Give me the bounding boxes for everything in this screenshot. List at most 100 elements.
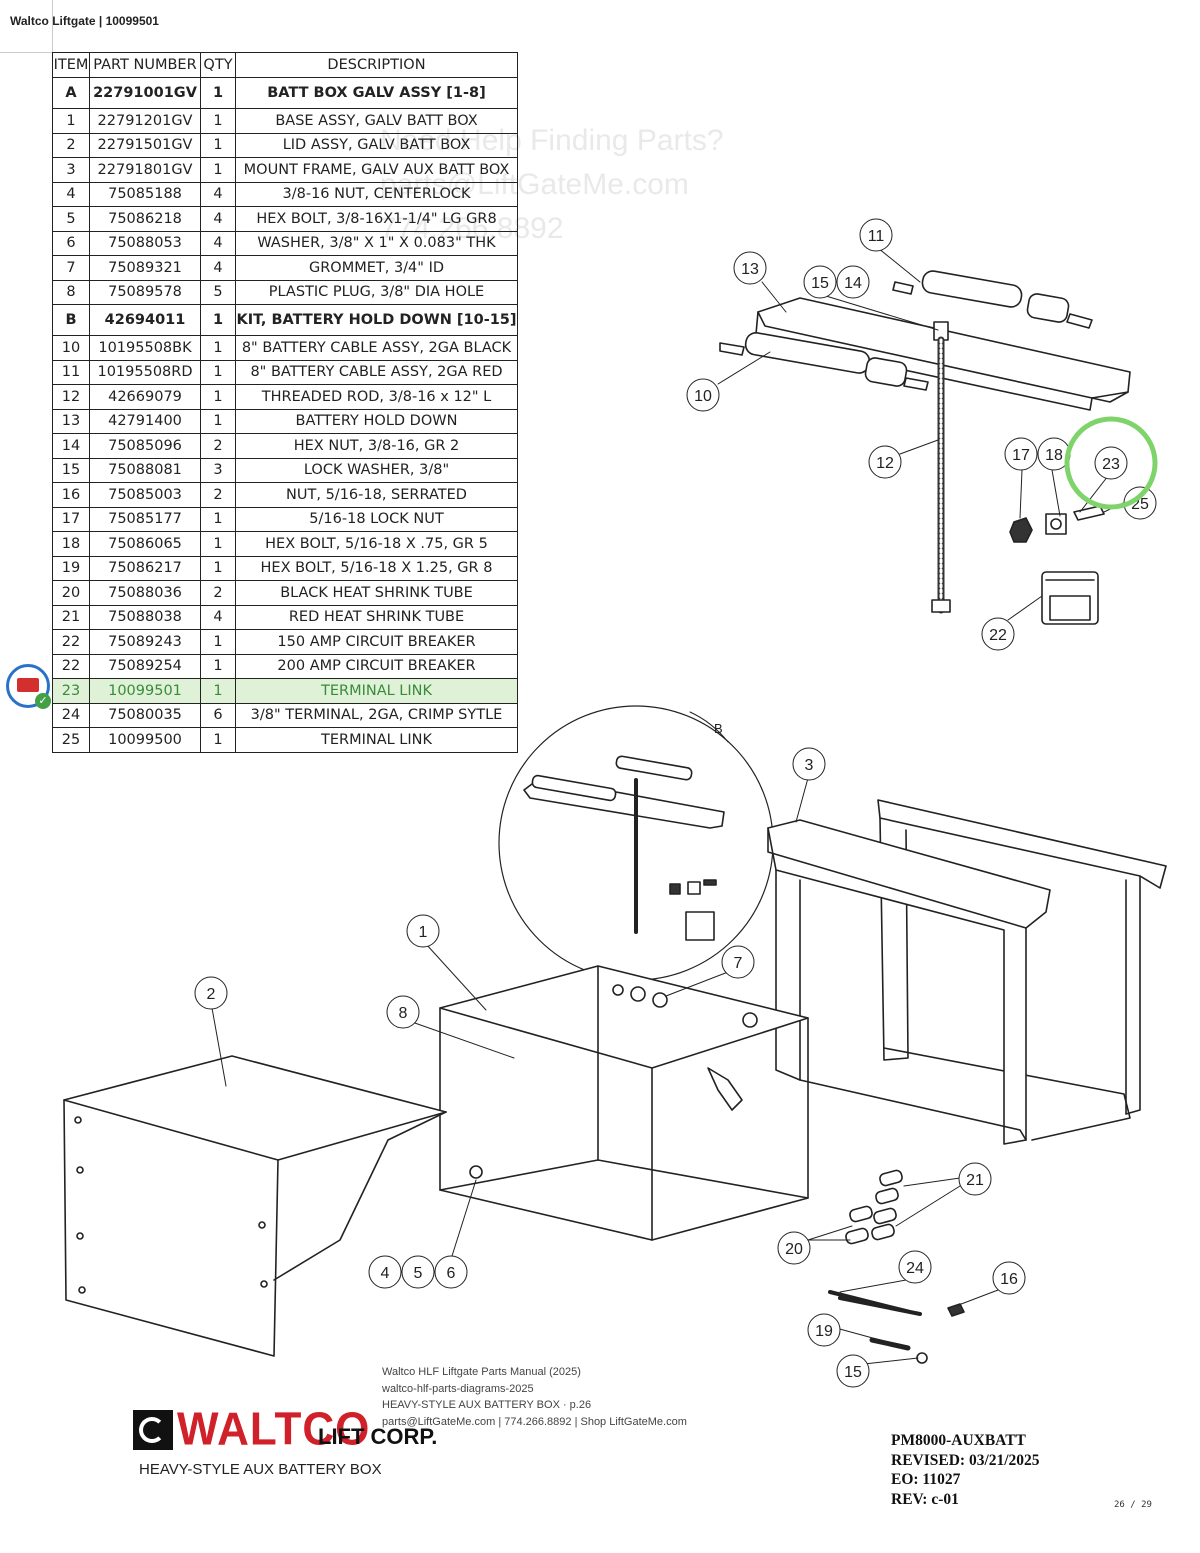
- row-description: WASHER, 3/8" X 1" X 0.083" THK: [235, 230, 518, 256]
- balloon-label: 11: [868, 228, 885, 245]
- row-item: A: [52, 77, 90, 109]
- row-part-number: 75088036: [89, 580, 201, 606]
- row-qty: 1: [200, 304, 236, 336]
- row-part-number: 22791801GV: [89, 157, 201, 183]
- balloon: 4: [368, 1255, 402, 1289]
- balloon: 20: [777, 1231, 811, 1265]
- row-part-number: 42669079: [89, 384, 201, 410]
- balloon: 12: [868, 445, 902, 479]
- balloon-label: 4: [381, 1265, 390, 1282]
- balloon: 1: [406, 914, 440, 948]
- row-description: TERMINAL LINK: [235, 678, 518, 704]
- row-part-number: 75085003: [89, 482, 201, 508]
- balloon-label: 22: [989, 627, 1007, 644]
- row-part-number: 22791001GV: [89, 77, 201, 109]
- balloon-label: 3: [805, 757, 814, 774]
- balloon-label: 14: [844, 275, 862, 292]
- row-description: HEX BOLT, 5/16-18 X .75, GR 5: [235, 531, 518, 557]
- mount-frame: [767, 799, 1167, 1145]
- row-item: 12: [52, 384, 90, 410]
- row-part-number: 75086218: [89, 206, 201, 232]
- balloon-label: 12: [876, 455, 894, 472]
- shop-part-button[interactable]: ✓: [6, 664, 51, 709]
- battery-box-base: [439, 965, 809, 1241]
- row-description: NUT, 5/16-18, SERRATED: [235, 482, 518, 508]
- balloon: 5: [401, 1255, 435, 1289]
- logo-brand: WALTCO: [177, 1403, 371, 1456]
- row-description: KIT, BATTERY HOLD DOWN [10-15]: [235, 304, 518, 336]
- highlight-ring: [1064, 416, 1158, 510]
- row-description: 8" BATTERY CABLE ASSY, 2GA BLACK: [235, 335, 518, 361]
- row-description: 3/8-16 NUT, CENTERLOCK: [235, 181, 518, 207]
- balloon: 7: [721, 945, 755, 979]
- row-part-number: 75080035: [89, 702, 201, 728]
- row-qty: 4: [200, 230, 236, 256]
- truck-icon: [17, 678, 39, 692]
- document-meta: PM8000-AUXBATT REVISED: 03/21/2025 EO: 1…: [891, 1431, 1040, 1509]
- row-qty: 1: [200, 506, 236, 532]
- balloon: 10: [686, 378, 720, 412]
- row-part-number: 10195508BK: [89, 335, 201, 361]
- row-qty: 1: [200, 653, 236, 679]
- balloon: 15: [836, 1354, 870, 1388]
- row-description: TERMINAL LINK: [235, 727, 518, 753]
- source-line: Waltco HLF Liftgate Parts Manual (2025): [382, 1366, 581, 1378]
- row-description: HEX BOLT, 3/8-16X1-1/4" LG GR8: [235, 206, 518, 232]
- small-hardware: [828, 1169, 965, 1364]
- exploded-diagram: 1 2 3 4 5 6 7 8 10 11 12 13 14 15 17 18 …: [63, 218, 1167, 1388]
- balloon: 15: [803, 265, 837, 299]
- eo-number: EO: 11027: [891, 1471, 961, 1488]
- balloon-label: 1: [419, 924, 428, 941]
- row-item: 22: [52, 629, 90, 655]
- balloon: 13: [733, 251, 767, 285]
- row-item: 13: [52, 408, 90, 434]
- row-description: 150 AMP CIRCUIT BREAKER: [235, 629, 518, 655]
- revision: REV: c-01: [891, 1490, 959, 1508]
- page-number: 26 / 29: [1114, 1500, 1152, 1510]
- balloon: 16: [992, 1261, 1026, 1295]
- source-line: waltco-hlf-parts-diagrams-2025: [382, 1382, 534, 1395]
- detail-view: [498, 705, 774, 981]
- row-qty: 1: [200, 727, 236, 753]
- balloon: 11: [859, 218, 893, 252]
- row-description: BASE ASSY, GALV BATT BOX: [235, 108, 518, 134]
- source-info: Waltco HLF Liftgate Parts Manual (2025) …: [382, 1364, 687, 1430]
- row-item: 4: [52, 181, 90, 207]
- balloon-label: 16: [1000, 1271, 1018, 1288]
- check-icon: ✓: [35, 693, 51, 709]
- detail-label: B: [714, 721, 723, 736]
- row-part-number: 75088053: [89, 230, 201, 256]
- source-line: parts@LiftGateMe.com | 774.266.8892 | Sh…: [382, 1415, 687, 1428]
- row-part-number: 75089578: [89, 279, 201, 305]
- row-description: GROMMET, 3/4" ID: [235, 255, 518, 281]
- row-qty: 1: [200, 132, 236, 158]
- balloon-label: 15: [844, 1364, 862, 1381]
- balloon-label: 6: [447, 1265, 456, 1282]
- balloon: 18: [1037, 437, 1071, 471]
- row-qty: 2: [200, 482, 236, 508]
- balloon-label: 17: [1012, 447, 1030, 464]
- balloon: 23: [1094, 446, 1128, 480]
- row-item: 25: [52, 727, 90, 753]
- balloon-label: 21: [966, 1172, 984, 1189]
- hold-down-kit: [719, 270, 1131, 625]
- row-item: 10: [52, 335, 90, 361]
- header-qty: QTY: [200, 52, 236, 78]
- row-part-number: 22791201GV: [89, 108, 201, 134]
- source-line: HEAVY-STYLE AUX BATTERY BOX · p.26: [382, 1399, 592, 1411]
